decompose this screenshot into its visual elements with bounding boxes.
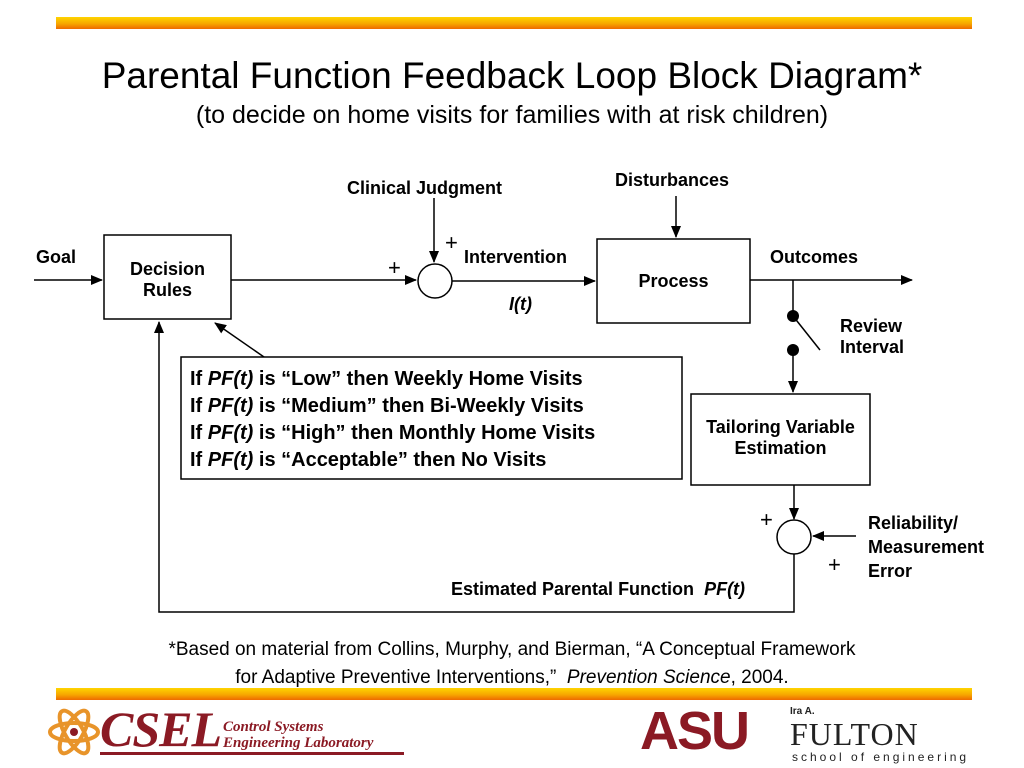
rule-item: If PF(t) is “Low” then Weekly Home Visit… <box>190 368 583 390</box>
rule-item: If PF(t) is “Medium” then Bi-Weekly Visi… <box>190 395 584 417</box>
tailoring-line-1: Tailoring Variable <box>706 417 855 437</box>
summing-junction-estimate <box>776 519 812 555</box>
rules-callout-pointer <box>214 322 265 358</box>
goal-label: Goal <box>36 247 77 267</box>
estimated-pf-label: Estimated Parental Function PF(t) <box>451 579 745 600</box>
reliability-line-3: Error <box>868 561 913 581</box>
tailoring-box <box>690 393 871 486</box>
ira-text: Ira A. <box>790 706 815 717</box>
csel-logo-text: CSEL <box>100 701 222 757</box>
switch-contact-top <box>787 310 799 322</box>
decision-rules-line-1: Decision <box>129 259 206 279</box>
summing-junction-intervention <box>417 263 453 299</box>
review-interval-line-1: Review <box>840 316 903 336</box>
rule-item: If PF(t) is “High” then Monthly Home Vis… <box>190 422 596 444</box>
footnote-line-2: for Adaptive Preventive Interventions,” … <box>235 667 789 688</box>
asu-logo-text: ASU <box>640 701 750 761</box>
estimated-pf-text: Estimated Parental Function <box>451 579 695 599</box>
intervention-label: Intervention <box>464 247 568 267</box>
reliability-line-2: Measurement <box>868 537 985 557</box>
clinical-judgment-label: Clinical Judgment <box>347 178 503 198</box>
decision-rules-label: Decision Rules <box>104 259 231 301</box>
plus-sign-tailoring: + <box>760 507 773 532</box>
decision-rules-box <box>103 234 232 320</box>
review-switch-lever <box>792 315 821 351</box>
rules-box <box>180 356 683 480</box>
page-title: Parental Function Feedback Loop Block Di… <box>101 55 923 96</box>
review-interval-line-2: Interval <box>840 337 905 357</box>
process-box <box>596 238 751 324</box>
csel-atom-icon <box>48 708 100 756</box>
csel-sub-line-1: Control Systems <box>223 719 324 735</box>
tailoring-line-2: Estimation <box>734 438 827 458</box>
footnote-line-1: *Based on material from Collins, Murphy,… <box>168 639 856 660</box>
rules-list: If PF(t) is “Low” then Weekly Home Visit… <box>190 366 595 474</box>
estimated-pf-signal: PF(t) <box>704 579 746 599</box>
intervention-signal-label: I(t) <box>509 294 532 314</box>
top-accent-bar <box>56 17 972 29</box>
disturbances-label: Disturbances <box>615 170 730 190</box>
switch-contact-bottom <box>787 344 799 356</box>
bottom-accent-bar <box>56 688 972 700</box>
reliability-line-1: Reliability/ <box>868 513 959 533</box>
plus-sign-reliability: + <box>828 552 841 577</box>
plus-sign-decision: + <box>388 255 401 280</box>
decision-rules-line-2: Rules <box>142 280 193 300</box>
citation-footnote: *Based on material from Collins, Murphy,… <box>0 636 1024 692</box>
csel-logo-subtitle: Control Systems Engineering Laboratory <box>223 719 373 751</box>
reliability-label: Reliability/ Measurement Error <box>868 511 984 583</box>
feedback-path <box>154 321 795 613</box>
fulton-logo-text: FULTON <box>790 716 919 752</box>
process-label: Process <box>638 271 709 291</box>
review-interval-label: Review Interval <box>840 316 904 358</box>
school-of-engineering-text: school of engineering <box>792 750 970 764</box>
rule-item: If PF(t) is “Acceptable” then No Visits <box>190 449 547 471</box>
plus-sign-clinical: + <box>445 230 458 255</box>
tailoring-variable-label: Tailoring Variable Estimation <box>691 417 870 459</box>
outcomes-label: Outcomes <box>770 247 859 267</box>
csel-underline <box>100 752 404 755</box>
csel-sub-line-2: Engineering Laboratory <box>223 735 374 751</box>
page-subtitle: (to decide on home visits for families w… <box>195 101 829 129</box>
